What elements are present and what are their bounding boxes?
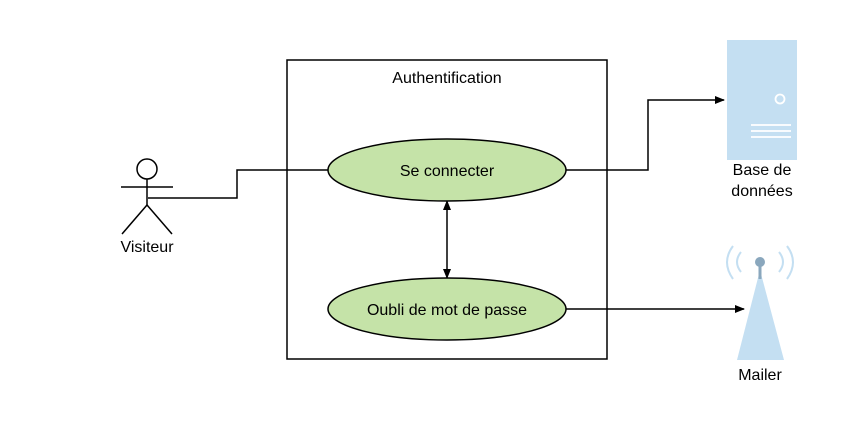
- use-case-login-label: Se connecter: [400, 163, 495, 180]
- use-case-forgot-password-ellipse[interactable]: [327, 277, 567, 341]
- actor-database[interactable]: Base de données: [727, 40, 797, 200]
- actor-database-label-line2: données: [731, 183, 792, 200]
- system-boundary: Authentification: [286, 59, 608, 360]
- connectors: [148, 96, 745, 313]
- server-icon: [727, 40, 797, 160]
- system-boundary-box: [286, 59, 608, 360]
- actor-mailer-label: Mailer: [738, 367, 782, 384]
- actor-database-label-line1: Base de: [733, 162, 792, 179]
- actor-visitor[interactable]: Visiteur: [120, 158, 174, 256]
- use-case-forgot-password[interactable]: Oubli de mot de passe: [327, 277, 567, 341]
- actor-visitor-label: Visiteur: [120, 239, 174, 256]
- actor-mailer[interactable]: Mailer: [726, 245, 794, 384]
- stick-figure-icon: [121, 158, 173, 235]
- connector-login-database: [566, 96, 725, 171]
- connector-visitor-login: [148, 169, 328, 199]
- use-case-login[interactable]: Se connecter: [327, 138, 567, 202]
- antenna-icon: [726, 245, 794, 360]
- system-boundary-title: Authentification: [392, 70, 501, 87]
- use-case-login-ellipse[interactable]: [327, 138, 567, 202]
- use-case-forgot-password-label: Oubli de mot de passe: [367, 302, 527, 319]
